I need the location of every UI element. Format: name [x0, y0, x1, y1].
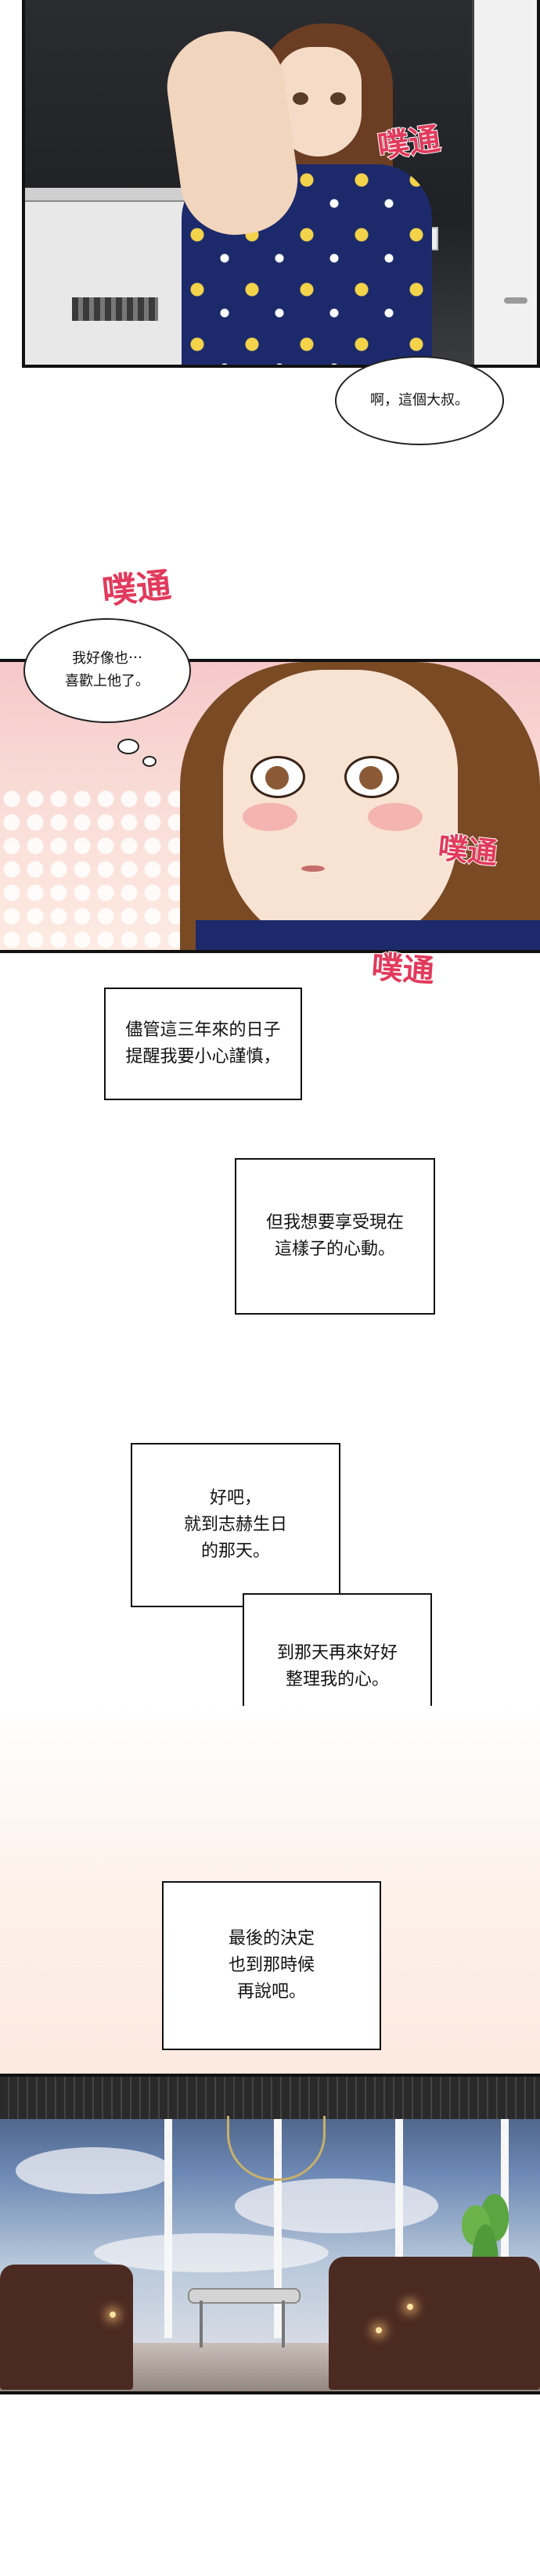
- coffee-table: [188, 2288, 301, 2304]
- narration-text-5: 最後的決定 也到那時候 再說吧。: [228, 1928, 315, 2002]
- closeup-left-eye: [250, 756, 305, 798]
- right-blush: [368, 803, 423, 831]
- panel-girl-standing: 噗通: [22, 0, 540, 368]
- window-frame: [164, 2119, 172, 2338]
- bubble-tail-dot-1: [117, 739, 139, 754]
- narration-box-5: 最後的決定 也到那時候 再說吧。: [162, 1881, 381, 2050]
- narration-text-3: 好吧， 就到志赫生日 的那天。: [183, 1488, 287, 1562]
- narration-text-4: 到那天再來好好 整理我的心。: [276, 1642, 398, 1689]
- chandelier: [227, 2116, 326, 2181]
- sparkle: [376, 2327, 382, 2333]
- sofa-left: [0, 2265, 133, 2390]
- window-frame: [395, 2119, 403, 2338]
- shelf-top: [25, 188, 205, 202]
- white-wall: [472, 0, 537, 365]
- left-blush: [243, 803, 297, 831]
- closeup-mouth: [301, 865, 325, 872]
- sfx-heartbeat: 噗通: [375, 120, 444, 167]
- sfx-heartbeat-top: 噗通: [99, 565, 174, 613]
- shelf: [25, 188, 197, 365]
- table-leg: [282, 2301, 285, 2348]
- sfx-heartbeat-bottom: 噗通: [369, 948, 436, 990]
- sparkle: [110, 2312, 116, 2318]
- speech-text-2: 我好像也⋯ 喜歡上他了。: [65, 650, 149, 689]
- panel-girl-closeup: 噗通: [0, 659, 540, 953]
- narration-box-1: 儘管這三年來的日子 提醒我要小心謹慎，: [104, 988, 302, 1100]
- narration-box-2: 但我想要享受現在 這樣子的心動。: [235, 1158, 435, 1315]
- sparkle: [407, 2304, 413, 2310]
- closeup-right-eye: [344, 756, 399, 798]
- girl-left-eye: [293, 92, 308, 105]
- narration-box-3: 好吧， 就到志赫生日 的那天。: [131, 1443, 340, 1607]
- window-frame: [274, 2119, 282, 2338]
- speech-text-1: 啊，這個大叔。: [370, 391, 469, 408]
- narration-text-2: 但我想要享受現在 這樣子的心動。: [265, 1212, 404, 1259]
- narration-text-1: 儘管這三年來的日子 提醒我要小心謹慎，: [125, 1020, 281, 1067]
- sfx-heartbeat-right: 噗通: [436, 829, 500, 872]
- cloud: [94, 2233, 329, 2272]
- cloud: [235, 2178, 438, 2233]
- shelf-bottles: [72, 297, 158, 321]
- girl-right-eye: [330, 92, 346, 105]
- speech-bubble-2: 我好像也⋯ 喜歡上他了。: [23, 618, 191, 723]
- cloud: [16, 2147, 172, 2194]
- closeup-collar: [196, 920, 540, 950]
- flower-background: [0, 787, 203, 950]
- sofa-right: [329, 2257, 540, 2390]
- table-leg: [200, 2301, 203, 2348]
- panel-living-room: [0, 2074, 540, 2394]
- door-handle: [504, 297, 527, 304]
- speech-bubble-1: 啊，這個大叔。: [335, 356, 504, 445]
- bubble-tail-dot-2: [142, 756, 157, 767]
- ceiling-beam: [0, 2077, 540, 2119]
